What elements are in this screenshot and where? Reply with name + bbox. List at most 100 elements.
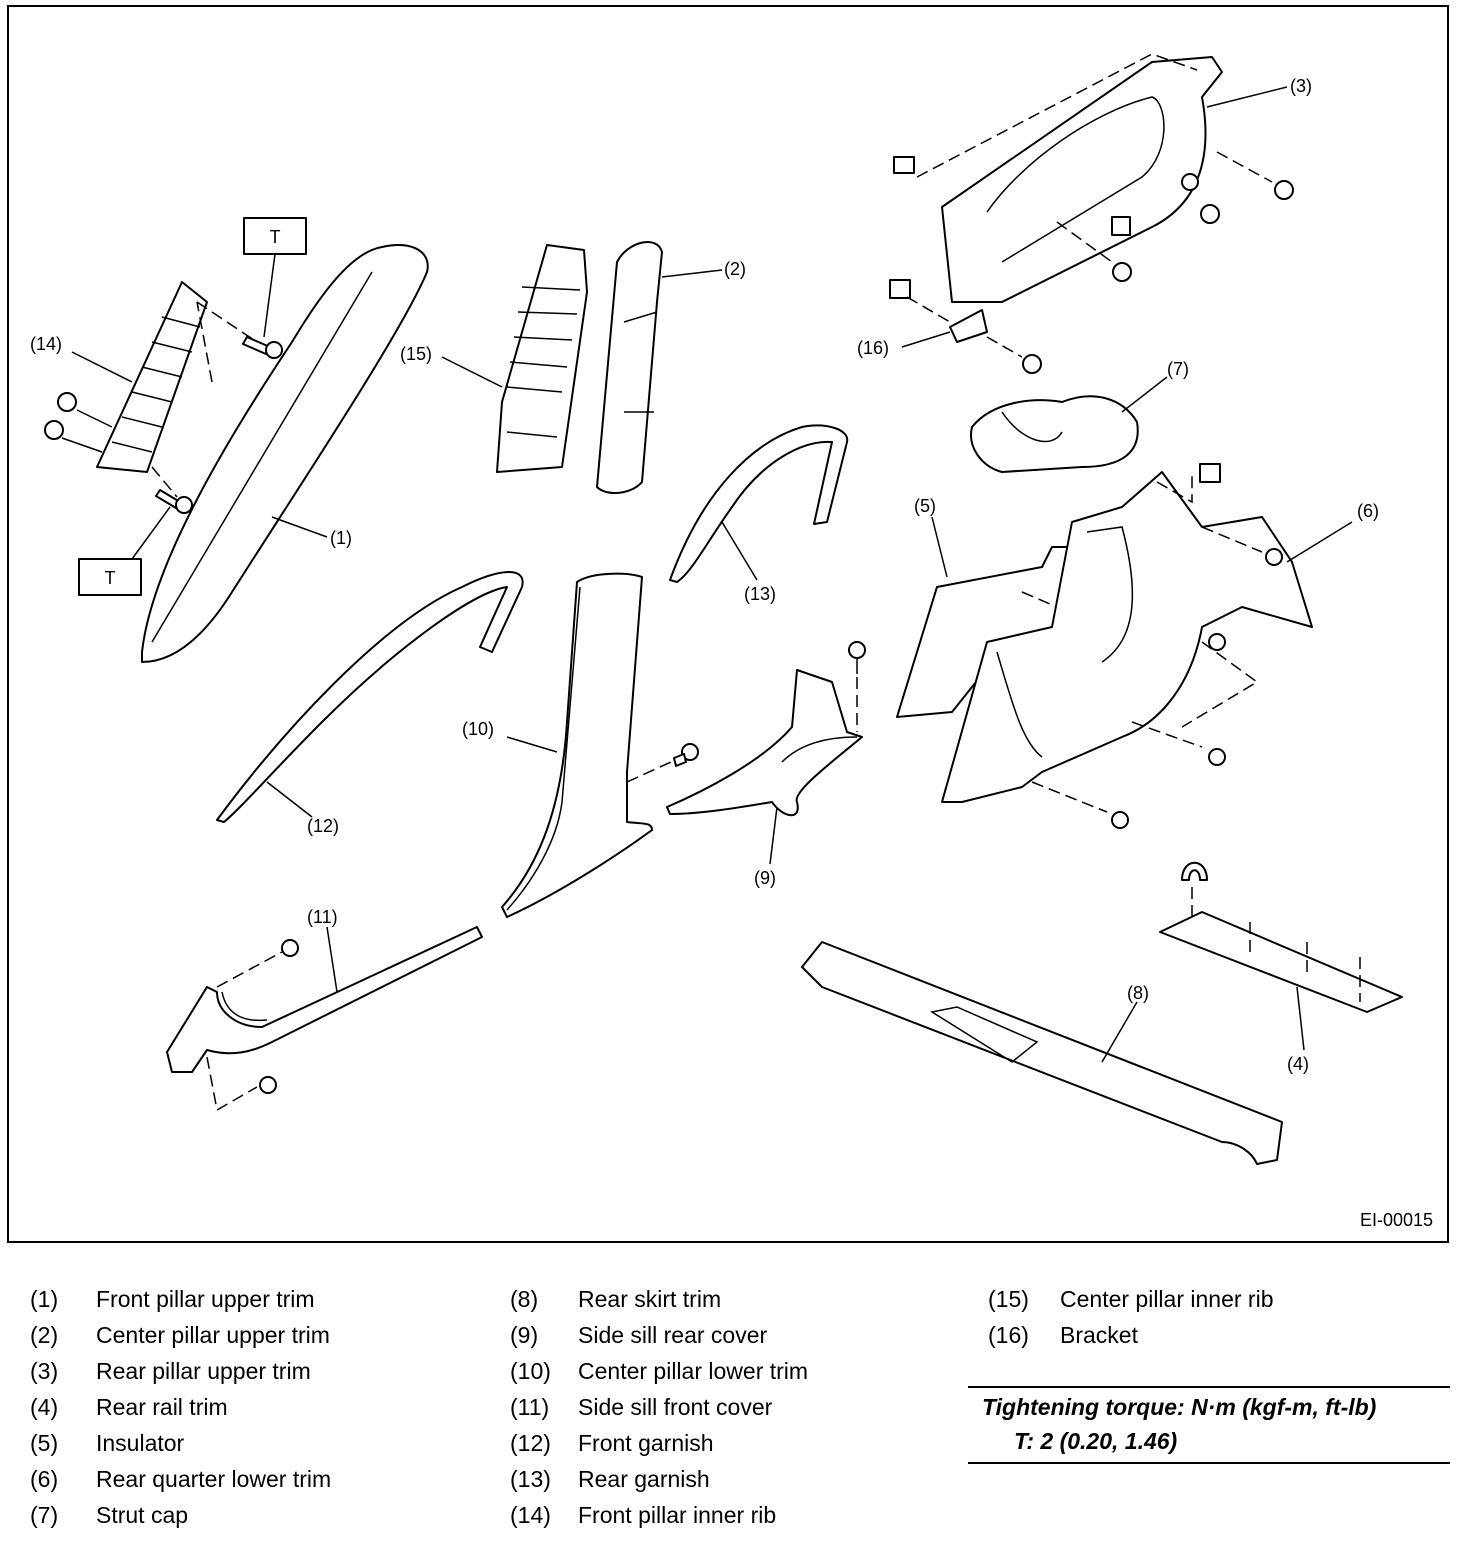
legend-number: (11): [510, 1394, 550, 1420]
bolt-icon: [1208, 633, 1226, 651]
legend-label: Front garnish: [578, 1430, 714, 1456]
legend-item: (7)Strut cap: [30, 1502, 188, 1529]
clip-icon: [673, 743, 699, 767]
callout-15: (15): [400, 344, 432, 364]
pin-icon: [848, 641, 866, 674]
legend-label: Rear pillar upper trim: [96, 1358, 311, 1384]
legend-number: (12): [510, 1430, 551, 1456]
bolt-icon: [1112, 262, 1132, 282]
legend-item: (12) Front garnish: [510, 1430, 714, 1457]
legend-number: (5): [30, 1430, 59, 1456]
torque-title: Tightening torque: N·m (kgf-m, ft-lb): [982, 1394, 1377, 1420]
clip-icon: [1111, 216, 1131, 236]
torque-marker: T: [105, 568, 116, 588]
rear-garnish: [669, 424, 849, 583]
center-pillar-lower-trim: [501, 572, 653, 918]
legend-label: Rear rail trim: [96, 1394, 228, 1420]
figure-id: EI-00015: [1359, 1210, 1433, 1230]
legend-label: Bracket: [1060, 1322, 1138, 1348]
strut-cap: [970, 395, 1139, 473]
legend-item: (11) Side sill front cover: [510, 1394, 772, 1421]
torque-marker: T: [270, 227, 281, 247]
parts-legend: (1) Front pillar upper trim (2) Center pill…: [0, 1280, 1472, 1540]
callout-10: (10): [462, 719, 494, 739]
bolt-icon: [1208, 748, 1226, 766]
legend-label: Rear quarter lower trim: [96, 1466, 332, 1492]
callout-6: (6): [1357, 501, 1379, 521]
legend-label: Center pillar upper trim: [96, 1322, 330, 1348]
legend-number: (7): [30, 1502, 59, 1528]
callout-14: (14): [30, 334, 62, 354]
legend-item: (6) Rear quarter lower trim: [30, 1466, 331, 1493]
callout-11: (11): [307, 907, 338, 927]
torque-spec-box: Tightening torque: N·m (kgf-m, ft-lb) T:…: [968, 1386, 1450, 1464]
nut-icon: [57, 392, 77, 412]
legend-number: (4): [30, 1394, 59, 1420]
clip-icon: [1181, 861, 1208, 881]
legend-item: (13) Rear garnish: [510, 1466, 710, 1493]
bracket: [949, 309, 988, 343]
legend-label: Side sill front cover: [578, 1394, 773, 1420]
legend-number: (6): [30, 1466, 59, 1492]
callout-9: (9): [754, 868, 776, 888]
rear-pillar-upper-trim: [941, 56, 1223, 303]
legend-item: (1) Front pillar upper trim: [30, 1286, 315, 1313]
legend-label: Side sill rear cover: [578, 1322, 768, 1348]
front-pillar-upper-trim: [141, 244, 429, 663]
callout-1: (1): [330, 528, 352, 548]
legend-item: (2) Center pillar upper trim: [30, 1322, 330, 1349]
bolt-icon: [155, 489, 193, 514]
legend-item: (16) Bracket: [988, 1322, 1138, 1349]
legend-label: Rear skirt trim: [578, 1286, 722, 1312]
rear-skirt-trim: [801, 941, 1283, 1165]
center-pillar-inner-rib: [496, 244, 588, 473]
bolt-icon: [1265, 548, 1283, 566]
clip-icon: [889, 279, 911, 299]
rear-quarter-lower-trim: [941, 471, 1313, 803]
legend-number: (8): [510, 1286, 539, 1312]
nut-icon: [44, 420, 64, 440]
bolt-icon: [1022, 354, 1042, 374]
legend-number: (2): [30, 1322, 59, 1348]
legend-label: Center pillar inner rib: [1060, 1286, 1274, 1312]
exploded-diagram: (1) (14) T T (15): [30, 53, 1403, 1165]
legend-label: Front pillar upper trim: [96, 1286, 315, 1312]
center-pillar-upper-trim: [596, 241, 663, 494]
clip-icon: [1199, 463, 1221, 483]
bolt-icon: [1274, 180, 1294, 200]
side-sill-rear-cover: [666, 669, 863, 817]
legend-label: Center pillar lower trim: [578, 1358, 809, 1384]
legend-label: Insulator: [96, 1430, 185, 1456]
legend-number: (9): [510, 1322, 539, 1348]
callout-13: (13): [744, 584, 776, 604]
bolt-icon: [1200, 204, 1220, 224]
clip-icon: [259, 939, 299, 1094]
rear-rail-trim: [1159, 911, 1403, 1013]
callout-4: (4): [1287, 1054, 1309, 1074]
callout-5: (5): [914, 496, 936, 516]
torque-value: T: 2 (0.20, 1.46): [1014, 1428, 1178, 1454]
legend-item: (9) Side sill rear cover: [510, 1322, 767, 1349]
callout-2: (2): [724, 259, 746, 279]
legend-number: (16): [988, 1322, 1029, 1348]
callout-16: (16): [857, 338, 889, 358]
bolt-icon: [242, 336, 283, 359]
side-sill-front-cover: [166, 926, 483, 1073]
legend-number: (10): [510, 1358, 551, 1384]
front-pillar-inner-rib: [96, 281, 208, 473]
legend-number: (1): [30, 1286, 59, 1312]
callout-8: (8): [1127, 983, 1149, 1003]
legend-number: (15): [988, 1286, 1029, 1312]
callout-12: (12): [307, 816, 339, 836]
legend-item: (15) Center pillar inner rib: [988, 1286, 1273, 1313]
legend-label: Rear garnish: [578, 1466, 710, 1492]
legend-item: (3) Rear pillar upper trim: [30, 1358, 311, 1385]
callout-7: (7): [1167, 359, 1189, 379]
legend-item: (5) Insulator: [30, 1430, 184, 1457]
exploded-diagram-frame: (1) (14) T T (15): [7, 5, 1449, 1243]
legend-item: (4) Rear rail trim: [30, 1394, 228, 1421]
legend-item: (14)Front pillar inner rib: [510, 1502, 776, 1529]
legend-number: (13): [510, 1466, 551, 1492]
legend-number: (3): [30, 1358, 59, 1384]
clip-icon: [893, 156, 915, 174]
